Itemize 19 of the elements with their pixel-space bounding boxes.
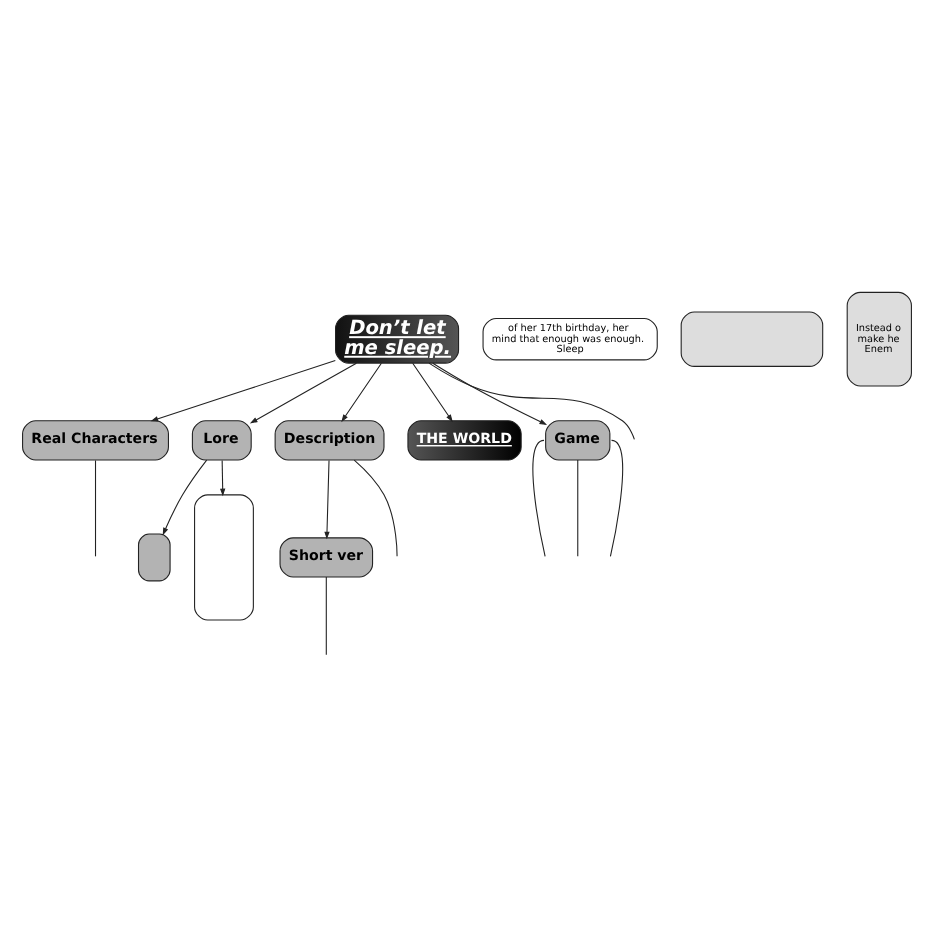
arrow [150, 360, 336, 422]
connector [353, 459, 398, 557]
connector [532, 439, 546, 557]
arrow [249, 362, 357, 424]
connector [325, 576, 327, 656]
node-box [137, 533, 171, 582]
node-box: Don’t let me sleep. [335, 314, 460, 364]
arrow [220, 459, 226, 497]
node-box [680, 311, 824, 367]
arrow [162, 459, 208, 536]
node-box [194, 494, 254, 621]
arrow [341, 362, 382, 423]
connector [577, 459, 579, 557]
connector [428, 362, 635, 440]
arrow [432, 362, 548, 425]
arrow [324, 459, 330, 540]
arrow [412, 362, 453, 423]
connector [609, 439, 624, 557]
connector [94, 459, 97, 557]
